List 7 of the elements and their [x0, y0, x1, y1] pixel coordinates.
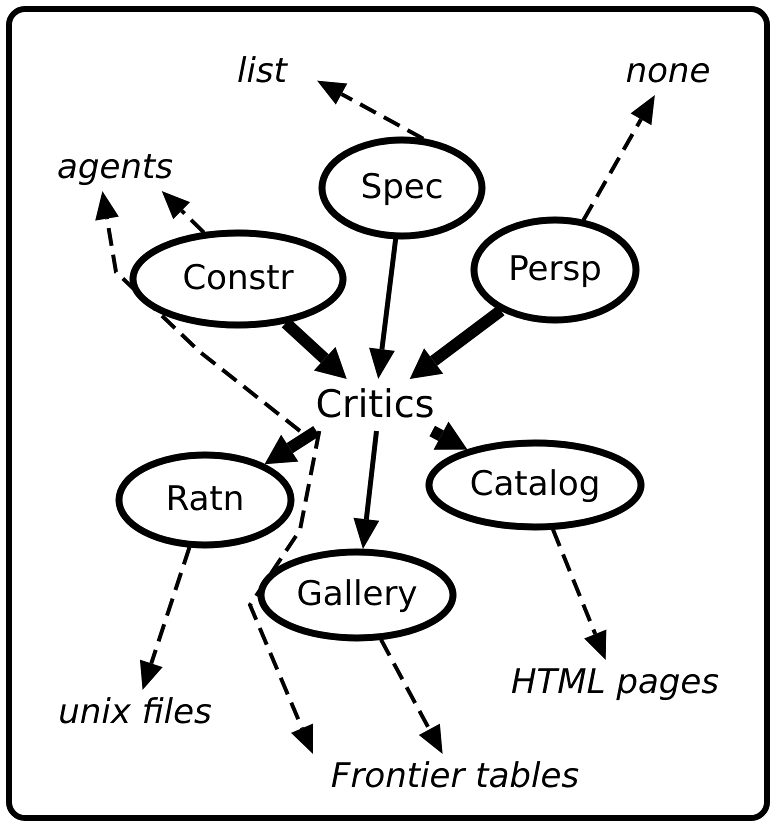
node-label: Frontier tables — [330, 758, 580, 796]
node-label: agents — [57, 149, 173, 187]
node-label: Critics — [316, 384, 434, 426]
node-label: list — [237, 53, 287, 91]
node-label: HTML pages — [510, 664, 720, 702]
node-label: unix files — [58, 694, 212, 732]
node-label: none — [626, 53, 710, 91]
